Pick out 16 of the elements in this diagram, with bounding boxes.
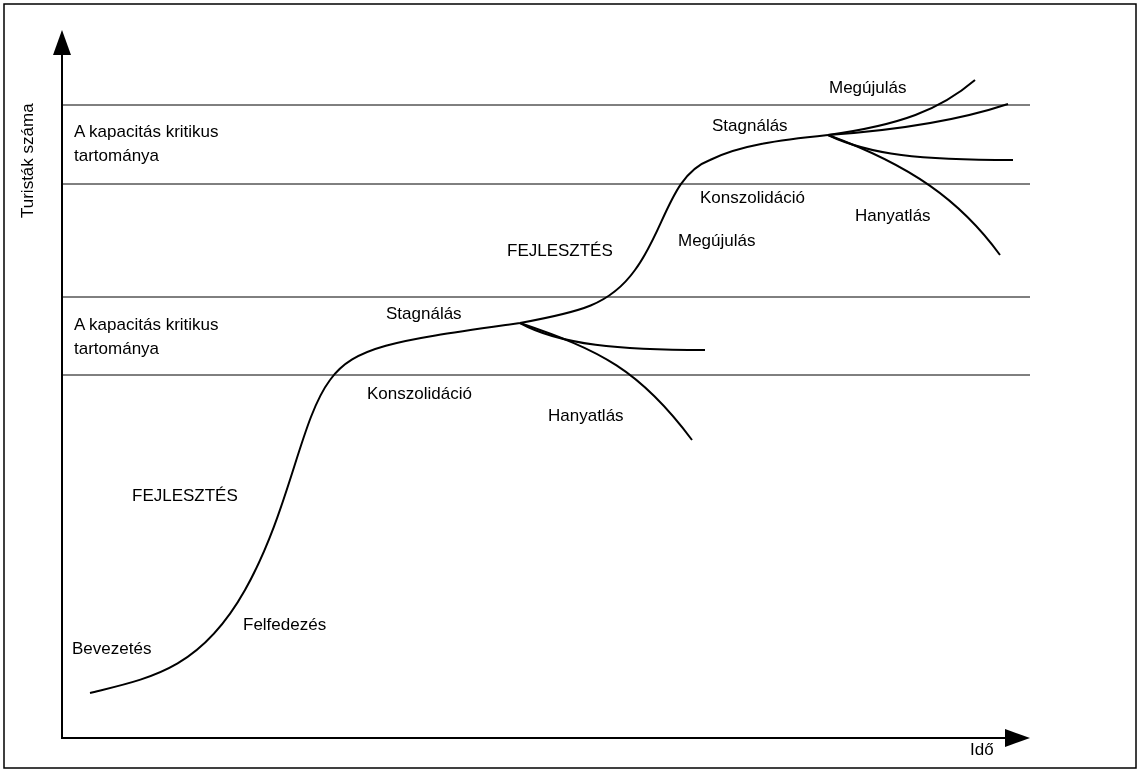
stage-label: Konszolidáció: [700, 187, 805, 209]
zone-label: A kapacitás kritikus tartománya: [74, 121, 220, 167]
phase-label: FEJLESZTÉS: [132, 485, 238, 507]
stage-label: Stagnálás: [712, 115, 788, 137]
stage-label: Hanyatlás: [855, 205, 931, 227]
stage-label: Stagnálás: [386, 303, 462, 325]
stage-label: Hanyatlás: [548, 405, 624, 427]
stage-label: Bevezetés: [72, 638, 152, 660]
axis-label: Turisták száma: [18, 103, 38, 218]
axis-label: Idő: [970, 739, 994, 761]
stage-label: Felfedezés: [243, 614, 327, 636]
zone-label: A kapacitás kritikus tartománya: [74, 314, 220, 360]
stage-label: Megújulás: [678, 230, 756, 252]
stage-label: Megújulás: [829, 77, 907, 99]
stage-label: Konszolidáció: [367, 383, 472, 405]
phase-label: FEJLESZTÉS: [507, 240, 613, 262]
